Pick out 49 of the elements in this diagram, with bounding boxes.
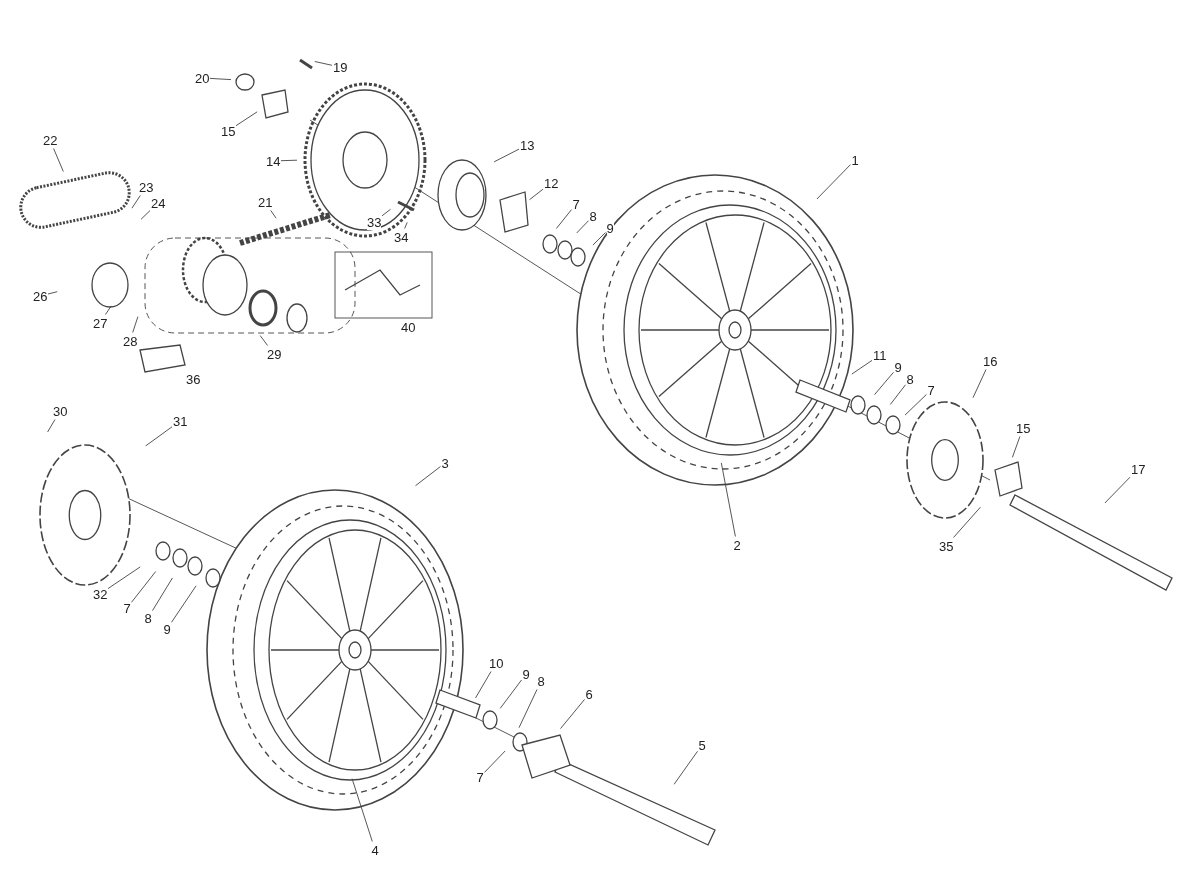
leader-line — [972, 369, 987, 399]
leader-line — [47, 291, 58, 295]
leader-line — [499, 679, 522, 709]
leader-line — [105, 305, 112, 315]
leader-line — [889, 384, 906, 405]
leader-line — [209, 77, 232, 81]
leader-line — [314, 61, 333, 66]
leader-line — [152, 577, 173, 612]
leader-line — [47, 419, 56, 433]
leader-line — [560, 699, 585, 730]
leader-line — [851, 359, 873, 375]
callout-number: 9 — [163, 621, 171, 637]
callout-number: 36 — [186, 371, 201, 387]
leader-line — [131, 571, 157, 603]
leader-line — [140, 210, 151, 220]
leader-line — [381, 208, 391, 217]
leader-line — [280, 159, 298, 162]
callout-number: 9 — [606, 220, 614, 236]
leader-line — [529, 188, 544, 201]
leader-line — [351, 778, 373, 842]
leader-line — [816, 164, 851, 200]
leader-line — [235, 111, 258, 127]
leader-line — [107, 566, 141, 590]
leader-line — [673, 750, 698, 785]
leader-line — [518, 689, 538, 729]
leader-line — [53, 148, 64, 172]
leader-line — [259, 335, 269, 346]
leader-line — [1011, 436, 1021, 458]
leader-line — [720, 462, 736, 537]
leader-line — [404, 221, 408, 229]
leader-line — [484, 750, 506, 773]
leader-line — [576, 220, 589, 234]
leader-line — [1104, 476, 1131, 504]
leader-line — [415, 466, 441, 487]
callout-number: 40 — [401, 319, 416, 335]
leader-line — [270, 210, 277, 219]
leader-line — [131, 195, 141, 209]
leader-line — [953, 506, 981, 538]
leader-line — [132, 316, 139, 333]
leader-line — [555, 209, 572, 229]
leader-line — [475, 671, 492, 699]
leader-line — [145, 426, 173, 447]
callout-number: 7 — [476, 769, 484, 785]
leader-line — [493, 148, 520, 163]
leader-line — [904, 393, 927, 416]
leader-line — [171, 585, 197, 623]
leader-line — [874, 371, 894, 396]
callout-number: 7 — [123, 600, 131, 616]
leader-line — [592, 232, 606, 246]
